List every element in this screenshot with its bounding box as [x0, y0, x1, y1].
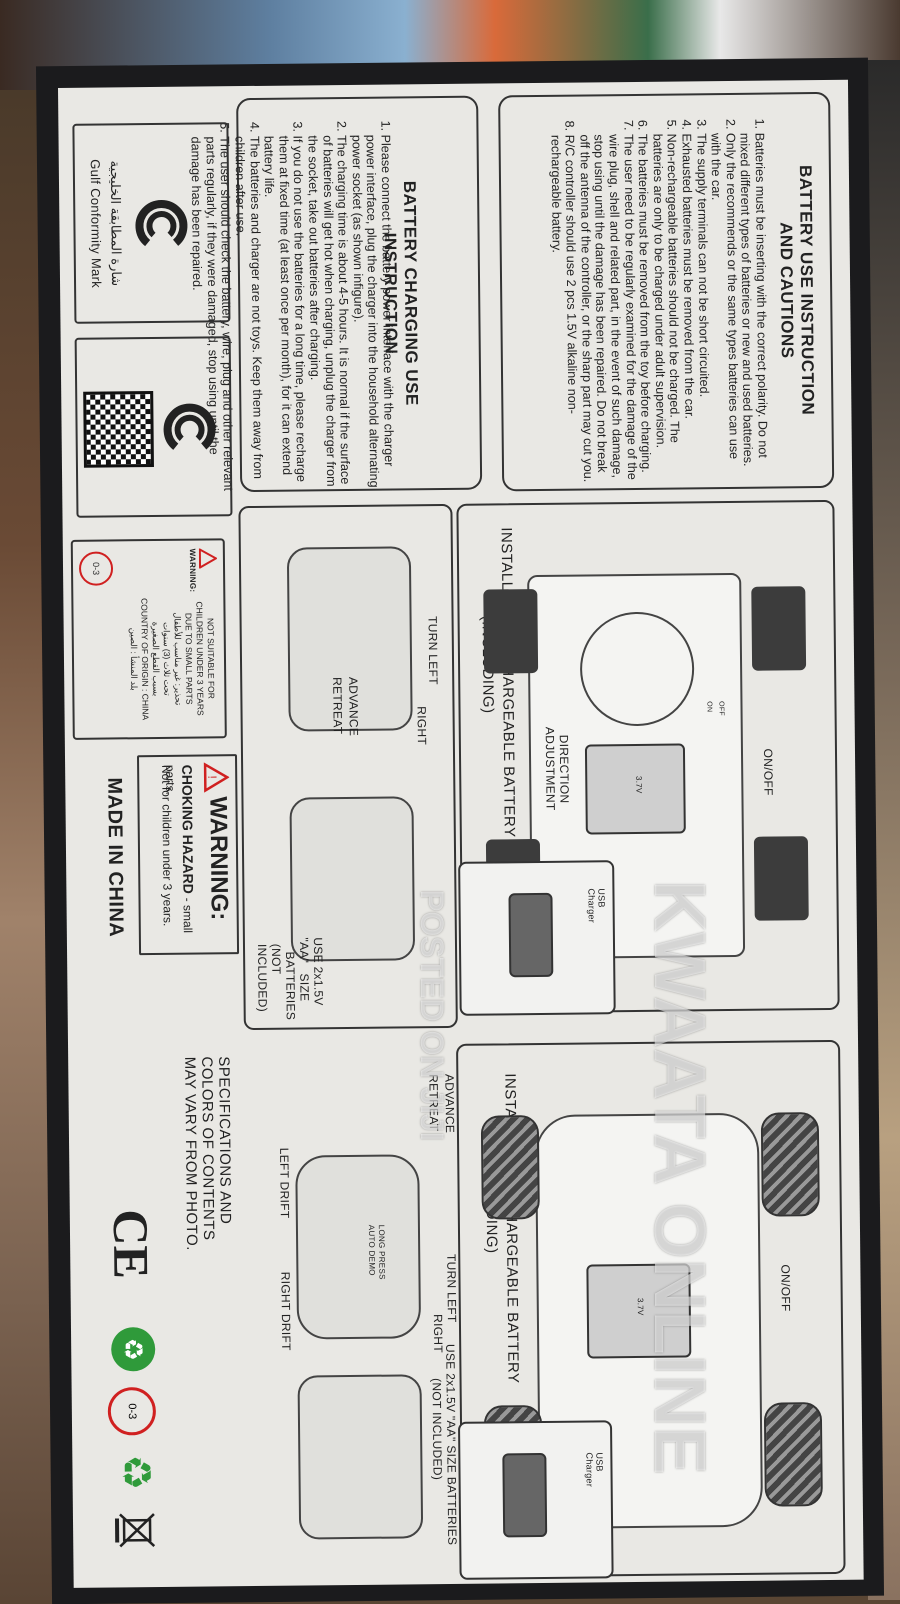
instruction-item: Only the recommends or the same types ba…: [708, 133, 741, 483]
rotated-sheet: BATTERY USE INSTRUCTION AND CAUTIONS Bat…: [58, 80, 864, 1588]
made-in-china: MADE IN CHINA: [103, 777, 127, 938]
weee-bin-icon: [113, 1507, 159, 1553]
diagram1-aa-line3: BATTERIES: [283, 951, 298, 1021]
diagram2-on-off: ON/OFF: [778, 1264, 793, 1312]
diagram2-aa-line2: (NOT INCLUDED): [429, 1378, 445, 1481]
diagram2-long-press-1: LONG PRESS: [376, 1224, 387, 1280]
diagram1-aa-line4: (NOT INCLUDED): [254, 943, 284, 1013]
warning-triangle-icon-large: !: [203, 762, 230, 793]
diagram2-charger-battery: [502, 1452, 548, 1538]
small-parts-warning-box: WARNING: NOT SUITABLE FOR CHILDREN UNDER…: [70, 538, 227, 740]
instruction-item: Batteries must be inserting with the cor…: [737, 133, 770, 483]
ce-mark-icon: CE: [102, 1209, 160, 1280]
small-warning-label: WARNING:: [187, 548, 198, 593]
instruction-item: If you do not use the batteries for a lo…: [261, 135, 309, 497]
specs-text: SPECIFICATIONS AND COLORS OF CONTENTS MA…: [181, 1056, 234, 1251]
diagram1-charger-inset: USB Charger: [458, 860, 616, 1016]
diagram2-turn-left: TURN LEFT: [444, 1253, 459, 1323]
diagram1-wheel-fl: [751, 586, 807, 671]
small-warning-arabic1: تحذير: غير مناسب للأطفال: [172, 612, 184, 706]
battery-use-box: BATTERY USE INSTRUCTION AND CAUTIONS Bat…: [498, 91, 835, 492]
battery-use-list: Batteries must be inserting with the cor…: [547, 115, 770, 485]
diagram1-wheel-fr: [483, 589, 539, 674]
diagram1-steering-dial: [579, 611, 695, 727]
instruction-item: The charging time is about 4-5 hours. It…: [305, 135, 353, 497]
choking-hazard-label: CHOKING HAZARD: [179, 764, 197, 894]
battery-use-title-1: BATTERY USE INSTRUCTION: [795, 165, 818, 416]
specs-line2: COLORS OF CONTENTS: [198, 1056, 218, 1241]
box-label-panel: BATTERY USE INSTRUCTION AND CAUTIONS Bat…: [58, 79, 864, 1588]
small-warning-text: NOT SUITABLE FOR CHILDREN UNDER 3 YEARS …: [127, 588, 217, 729]
diagram1-advance: ADVANCE: [346, 676, 361, 737]
battery-charging-title-1: BATTERY CHARGING USE: [399, 180, 422, 406]
diagram1-on-small: ON: [705, 701, 713, 713]
diagram2-left-drift: LEFT DRIFT: [277, 1147, 292, 1219]
recycle-green-icon: ♻: [110, 1327, 156, 1372]
no-under-3-icon: 0-3: [78, 551, 114, 586]
diagram1-turn-left: TURN LEFT: [425, 616, 441, 685]
recycle-arrows-icon: ♻: [113, 1454, 158, 1491]
diagram2-long-press-2: AUTO DEMO: [366, 1224, 377, 1276]
warning-triangle-icon: [198, 548, 218, 569]
small-warning-line2: CHILDREN UNDER 3 YEARS: [194, 601, 206, 716]
small-warning-line1: NOT SUITABLE FOR: [205, 617, 217, 699]
gulf-qr-box: [74, 336, 233, 518]
diagram1-turn-right: RIGHT: [414, 706, 429, 746]
diagram1-off-small: OFF: [717, 701, 725, 717]
diagram1-retreat: RETREAT: [330, 677, 345, 735]
diagram1-install-line1: INSTALL 3.7V RECHARGEABLE BATTERY: [497, 527, 518, 838]
diagram1-charger-battery: [508, 892, 554, 978]
instruction-item: The user need to be regularly examined f…: [577, 134, 639, 485]
age-warning-icon: 0-3: [107, 1387, 157, 1436]
small-warning-arabic2: تحت ثلاث (3) سنوات: [161, 622, 173, 696]
diagram1-direction-line2: ADJUSTMENT: [542, 726, 558, 811]
gulf-conformity-logo-icon: [131, 195, 192, 256]
instruction-item: Please connect the battery power interfa…: [349, 134, 397, 496]
qr-code-icon: [83, 391, 154, 468]
specs-line3: MAY VARY FROM PHOTO.: [181, 1056, 201, 1251]
diagram2-controller-drawing: [295, 1154, 422, 1340]
diagram1-usb-charger: USB Charger: [586, 888, 607, 924]
battery-use-title-2: AND CAUTIONS: [776, 222, 797, 359]
gulf-mark-box: شارة المطابقة الخليجية Gulf Conformity M…: [72, 122, 231, 324]
diagram2-wheel-rl: [763, 1402, 823, 1507]
diagram1-aa-line2: SIZE: [297, 973, 312, 1002]
gulf-mark-english: Gulf Conformity Mark: [87, 159, 105, 289]
age-label-small: 0-3: [90, 562, 102, 576]
diagram2-charger-inset: USB Charger: [457, 1420, 614, 1580]
age-label: 0-3: [125, 1403, 138, 1420]
diagram1-on-off: ON/OFF: [760, 748, 776, 796]
diagram2-usb-charger: USB Charger: [584, 1452, 605, 1488]
choking-warning-box: ! WARNING: CHOKING HAZARD - small parts.…: [136, 754, 240, 956]
instruction-item: Non-rechargeable batteries should not be…: [650, 134, 683, 484]
instruction-item: R/C controller should use 2 pcs 1.5V alk…: [548, 135, 581, 485]
svg-text:!: !: [205, 775, 219, 778]
gulf-mark-arabic: شارة المطابقة الخليجية: [107, 160, 125, 287]
diagram2-controller-battery-drawing: [297, 1374, 424, 1540]
diagram1-direction-line1: DIRECTION: [556, 734, 572, 804]
diagram2-aa-line1: USE 2x1.5V "AA" SIZE BATTERIES: [443, 1343, 460, 1546]
small-warning-arabic3: بسبب القطع الصغيرة: [150, 621, 162, 697]
small-warning-origin-en: COUNTRY OF ORIGIN : CHINA: [139, 598, 151, 721]
watermark-line2: KWAATA ONLINE: [639, 880, 719, 1475]
choking-line2: Not for children under 3 years.: [159, 764, 175, 927]
diagram2-right-drift: RIGHT DRIFT: [278, 1271, 294, 1351]
instruction-item: The batteries and charger are not toys. …: [232, 136, 265, 498]
gulf-conformity-logo-icon-2: [159, 398, 220, 459]
diagram1-battery-compartment: 3.7V: [584, 743, 686, 835]
choking-title: WARNING:: [204, 796, 233, 921]
specs-line1: SPECIFICATIONS AND: [215, 1056, 234, 1225]
diagram1-wheel-rl: [753, 836, 809, 921]
diagram2-wheel-fl: [760, 1112, 820, 1217]
diagram2-wheel-fr: [480, 1115, 540, 1220]
watermark-line1: POSTED ON JIJI: [414, 890, 450, 1141]
diagram1-battery-label: 3.7V: [634, 775, 644, 794]
